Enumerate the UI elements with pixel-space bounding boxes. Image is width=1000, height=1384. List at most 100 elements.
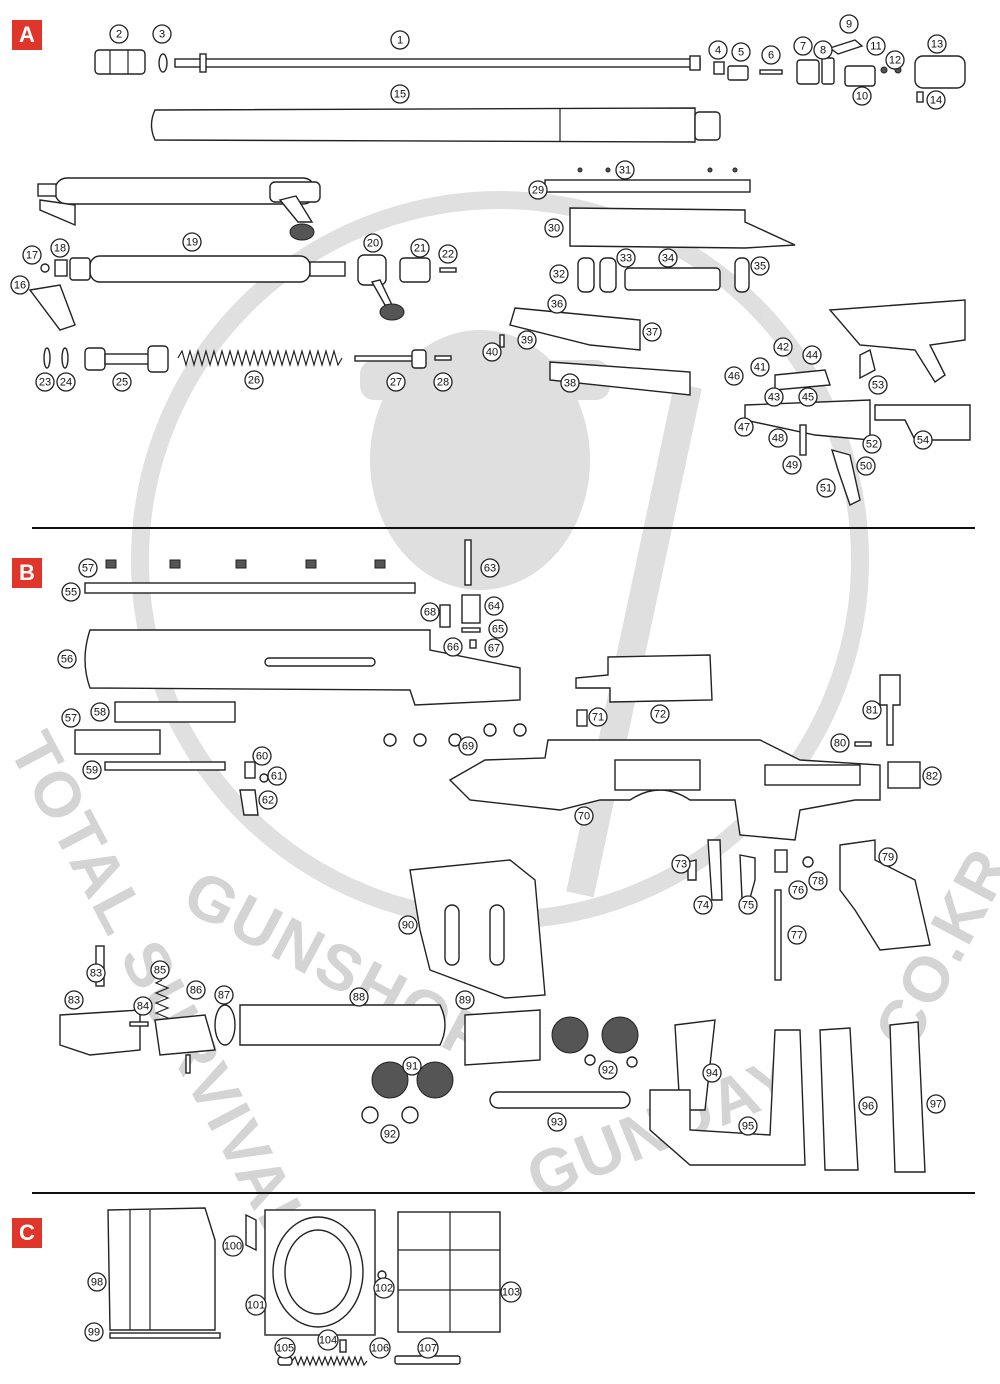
callout-circle bbox=[480, 558, 500, 578]
callout-circle bbox=[528, 180, 548, 200]
callout-circle bbox=[369, 1337, 391, 1359]
callout-number: 99 bbox=[88, 1327, 100, 1339]
callout-number: 25 bbox=[116, 377, 128, 389]
callout-number: 38 bbox=[564, 378, 576, 390]
callout-53: 53 bbox=[868, 375, 888, 395]
part-chamber-assembly bbox=[37, 177, 321, 241]
part-outer-barrel bbox=[150, 107, 721, 143]
part-92d bbox=[401, 1106, 419, 1124]
callout-circle bbox=[547, 1112, 567, 1132]
callout-circle bbox=[798, 387, 818, 407]
callout-circle bbox=[787, 925, 807, 945]
part-handguard-56 bbox=[84, 629, 521, 706]
callout-60: 60 bbox=[252, 746, 272, 766]
callout-87: 87 bbox=[214, 985, 234, 1005]
callout-number: 71 bbox=[592, 712, 604, 724]
callout-14: 14 bbox=[926, 90, 946, 110]
callout-number: 91 bbox=[406, 1061, 418, 1073]
callout-number: 68 bbox=[424, 607, 436, 619]
callout-circle bbox=[410, 238, 430, 258]
part-cheek-90 bbox=[409, 859, 546, 999]
callout-number: 57 bbox=[65, 713, 77, 725]
callout-number: 72 bbox=[654, 709, 666, 721]
callout-number: 8 bbox=[820, 45, 826, 57]
callout-number: 67 bbox=[488, 643, 500, 655]
part-4 bbox=[713, 61, 725, 75]
part-spring-26 bbox=[177, 348, 343, 368]
part-screws-57 bbox=[105, 559, 386, 569]
callout-circle bbox=[245, 1294, 267, 1316]
callout-number: 52 bbox=[866, 439, 878, 451]
callout-number: 95 bbox=[742, 1121, 754, 1133]
callout-21: 21 bbox=[410, 238, 430, 258]
callout-85: 85 bbox=[150, 960, 170, 980]
part-20 bbox=[357, 254, 405, 321]
part-cylinder bbox=[69, 255, 346, 283]
callout-72: 72 bbox=[650, 704, 670, 724]
callout-number: 28 bbox=[437, 377, 449, 389]
callout-12: 12 bbox=[885, 50, 905, 70]
callout-circle bbox=[222, 1235, 244, 1257]
callout-68: 68 bbox=[420, 602, 440, 622]
callout-86: 86 bbox=[186, 980, 206, 1000]
callout-36: 36 bbox=[547, 294, 567, 314]
part-62 bbox=[239, 789, 259, 816]
callout-number: 41 bbox=[754, 362, 766, 374]
callout-circle bbox=[547, 294, 567, 314]
callout-number: 14 bbox=[930, 95, 942, 107]
callout-circle bbox=[731, 42, 751, 62]
callout-number: 54 bbox=[917, 435, 929, 447]
callout-number: 26 bbox=[248, 375, 260, 387]
callout-number: 34 bbox=[662, 253, 674, 265]
callout-number: 87 bbox=[218, 990, 230, 1002]
callout-number: 81 bbox=[866, 705, 878, 717]
part-knob-91a bbox=[371, 1061, 409, 1099]
callout-62: 62 bbox=[258, 790, 278, 810]
callout-90: 90 bbox=[398, 915, 418, 935]
callout-number: 104 bbox=[319, 1335, 337, 1347]
callout-circle bbox=[926, 1094, 946, 1114]
callout-number: 80 bbox=[834, 738, 846, 750]
callout-67: 67 bbox=[484, 638, 504, 658]
part-81 bbox=[879, 674, 901, 746]
callout-number: 57 bbox=[82, 563, 94, 575]
part-92f bbox=[626, 1056, 638, 1068]
callout-circle bbox=[443, 637, 463, 657]
callout-circle bbox=[22, 245, 42, 265]
callout-circle bbox=[658, 248, 678, 268]
callout-number: 15 bbox=[394, 89, 406, 101]
callout-circle bbox=[693, 895, 713, 915]
part-40 bbox=[499, 334, 505, 348]
part-104 bbox=[339, 1339, 347, 1353]
callout-circle bbox=[258, 790, 278, 810]
part-103 bbox=[397, 1211, 501, 1333]
callout-number: 45 bbox=[802, 392, 814, 404]
callout-55: 55 bbox=[61, 582, 81, 602]
part-92c bbox=[361, 1106, 379, 1124]
callout-number: 53 bbox=[872, 380, 884, 392]
callout-circle bbox=[927, 34, 947, 54]
callout-number: 97 bbox=[930, 1099, 942, 1111]
callout-circle bbox=[549, 264, 569, 284]
callout-81: 81 bbox=[862, 700, 882, 720]
callout-number: 73 bbox=[675, 859, 687, 871]
callout-circle bbox=[878, 847, 898, 867]
callout-circle bbox=[738, 1116, 758, 1136]
callout-circle bbox=[862, 700, 882, 720]
callout-4: 4 bbox=[708, 40, 728, 60]
callout-13: 13 bbox=[927, 34, 947, 54]
callout-82: 82 bbox=[922, 766, 942, 786]
callout-number: 39 bbox=[521, 335, 533, 347]
part-84 bbox=[129, 1021, 149, 1027]
callout-circle bbox=[484, 596, 504, 616]
callout-circle bbox=[839, 14, 859, 34]
part-5 bbox=[727, 65, 749, 81]
callout-circle bbox=[90, 702, 110, 722]
callout-circle bbox=[35, 372, 55, 392]
callout-57: 57 bbox=[78, 558, 98, 578]
callout-3: 3 bbox=[152, 24, 172, 44]
callout-18: 18 bbox=[50, 238, 70, 258]
part-spring-guide bbox=[354, 349, 427, 369]
callout-circle bbox=[455, 990, 475, 1010]
callout-number: 89 bbox=[459, 995, 471, 1007]
